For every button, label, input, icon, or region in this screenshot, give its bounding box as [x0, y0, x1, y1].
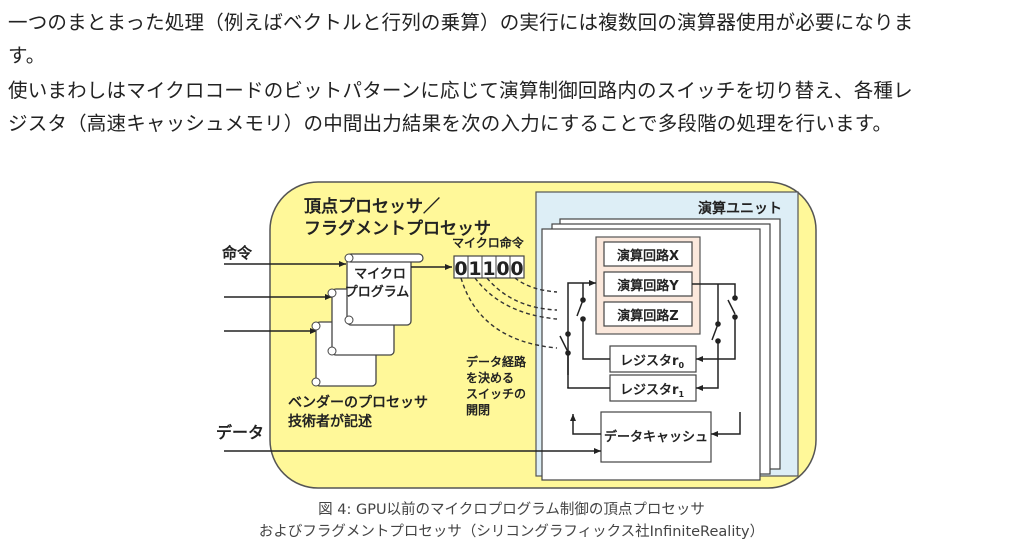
paragraph-1: 一つのまとまった処理（例えばベクトルと行列の乗算）の実行には複数回の演算器使用が…	[8, 6, 1018, 72]
bit-4: 0	[510, 258, 523, 280]
micro-instruction-label: マイクロ命令	[452, 235, 525, 250]
control-dashed-lines	[460, 277, 558, 349]
switch-note-line-1: データ経路	[466, 354, 527, 369]
processor-title-line-2: フラグメントプロセッサ	[304, 218, 491, 239]
circuit-y-box	[603, 271, 693, 297]
register-r1-prefix: r	[672, 383, 679, 398]
register-r1-subscript: 1	[678, 390, 684, 399]
bit-3: 0	[496, 258, 509, 280]
right-switch-contacts	[715, 295, 738, 344]
microprogram-diagram: 頂点プロセッサ／ フラグメントプロセッサ 演算ユニット 演算回路X 演算回路Y …	[216, 181, 817, 489]
vendor-note-line-1: ベンダーのプロセッサ	[288, 394, 428, 411]
input-instruction-label: 命令	[221, 244, 253, 262]
register-r1-name: レジスタ	[620, 383, 672, 398]
figure-diagram: 頂点プロセッサ／ フラグメントプロセッサ 演算ユニット 演算回路X 演算回路Y …	[212, 176, 832, 496]
paragraph-2-line-1: 使いまわしはマイクロコードのビットパターンに応じて演算制御回路内のスイッチを切り…	[8, 79, 913, 102]
switch-note-line-3: スイッチの	[466, 387, 526, 401]
register-r0-label: レジスタr0	[620, 354, 684, 370]
bit-2: 1	[482, 258, 495, 280]
vendor-note-line-2: 技術者が記述	[288, 413, 372, 430]
processor-title-line-1: 頂点プロセッサ／	[304, 196, 440, 217]
circuit-x-label: 演算回路X	[617, 248, 679, 264]
circuit-z-box	[603, 301, 693, 327]
microprogram-label-line-1: マイクロ	[354, 267, 406, 282]
data-cache-label: データキャッシュ	[604, 429, 708, 445]
circuit-z-label: 演算回路Z	[617, 308, 678, 324]
compute-unit-label: 演算ユニット	[698, 200, 782, 217]
circuit-y-label: 演算回路Y	[617, 278, 679, 294]
caption-line-1: 図 4: GPU以前のマイクロプログラム制御の頂点プロセッサ	[318, 502, 705, 518]
scroll-1	[344, 253, 424, 326]
figure-caption: 図 4: GPU以前のマイクロプログラム制御の頂点プロセッサ およびフラグメント…	[0, 499, 1023, 543]
circuit-x-box	[603, 241, 693, 267]
bit-1: 1	[468, 258, 481, 280]
switch-note-line-2: を決める	[466, 370, 514, 385]
bit-0: 0	[454, 258, 467, 280]
paragraph-1-line-1: 一つのまとまった処理（例えばベクトルと行列の乗算）の実行には複数回の演算器使用が…	[8, 11, 914, 34]
cache-wiring	[224, 412, 741, 454]
microprogram-label-line-2: プログラム	[345, 284, 410, 300]
paragraph-2: 使いまわしはマイクロコードのビットパターンに応じて演算制御回路内のスイッチを切り…	[8, 74, 1018, 140]
register-r1-label: レジスタr1	[620, 383, 684, 399]
data-cache-box	[600, 411, 712, 463]
register-r0-subscript: 0	[678, 361, 684, 370]
input-data-label: データ	[216, 423, 264, 442]
register-r0-name: レジスタ	[620, 354, 672, 369]
paragraph-1-line-2: す。	[8, 44, 46, 67]
micro-instruction-bits: 0 1 1 0 0	[453, 255, 525, 280]
register-r0-prefix: r	[672, 354, 679, 369]
paragraph-2-line-2: ジスタ（高速キャッシュメモリ）の中間出力結果を次の入力にすることで多段階の処理を…	[8, 112, 893, 135]
instruction-arrows	[224, 261, 346, 334]
caption-line-2: およびフラグメントプロセッサ（シリコングラフィックス社InfiniteReali…	[258, 524, 765, 540]
switch-note-line-4: 開閉	[466, 403, 490, 417]
right-wiring	[692, 283, 736, 391]
